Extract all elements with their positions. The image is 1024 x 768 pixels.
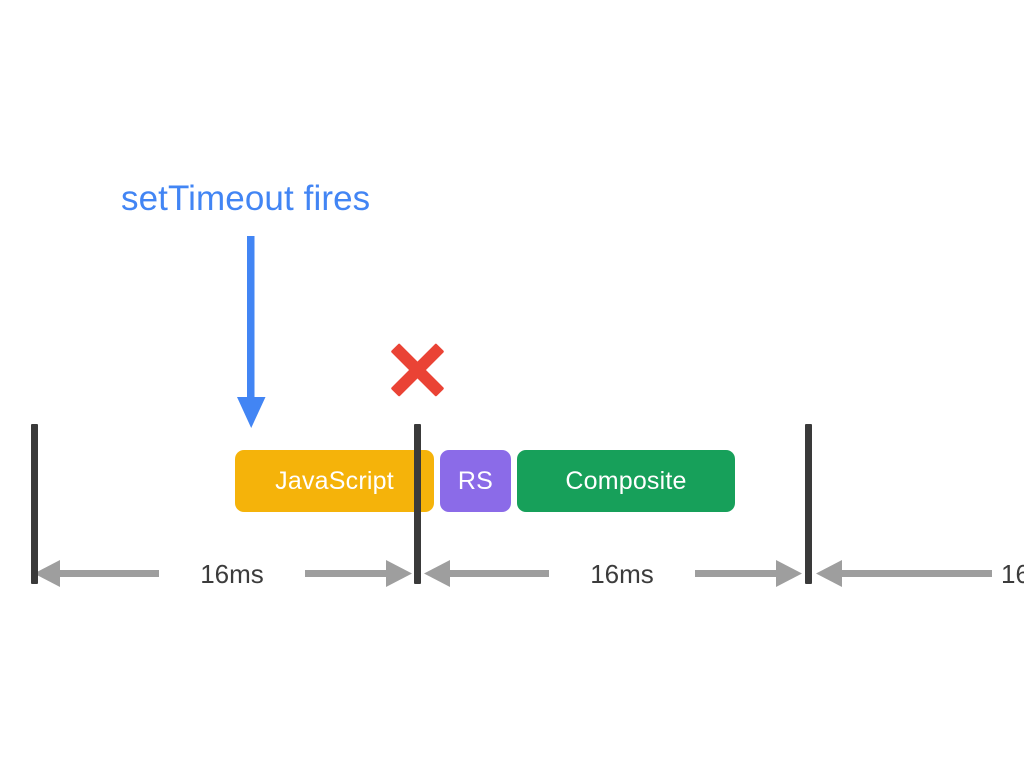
bar-composite-label: Composite <box>565 466 687 495</box>
duration-measure-1-label: 16ms <box>159 556 305 592</box>
settimeout-annotation-label: setTimeout fires <box>121 179 371 218</box>
bar-composite[interactable]: Composite <box>517 450 735 512</box>
duration-measure-2-label: 16ms <box>549 556 695 592</box>
frame-boundary-tick-1 <box>31 424 38 584</box>
duration-measure-2: 16ms <box>424 556 802 592</box>
duration-measure-3-label: 16 <box>992 556 1024 592</box>
bar-recalc-style-label: RS <box>457 466 494 495</box>
red-x-icon <box>383 336 451 404</box>
frame-boundary-tick-2 <box>414 424 421 584</box>
duration-measure-1: 16ms <box>34 556 412 592</box>
frame-boundary-tick-3 <box>805 424 812 584</box>
bar-javascript-label: JavaScript <box>275 466 394 495</box>
bar-recalc-style[interactable]: RS <box>440 450 511 512</box>
down-arrow-icon <box>226 236 276 430</box>
duration-measurements: 16ms 16ms 16 <box>0 556 1024 592</box>
bar-javascript[interactable]: JavaScript <box>235 450 434 512</box>
duration-measure-3: 16 <box>816 556 1024 592</box>
